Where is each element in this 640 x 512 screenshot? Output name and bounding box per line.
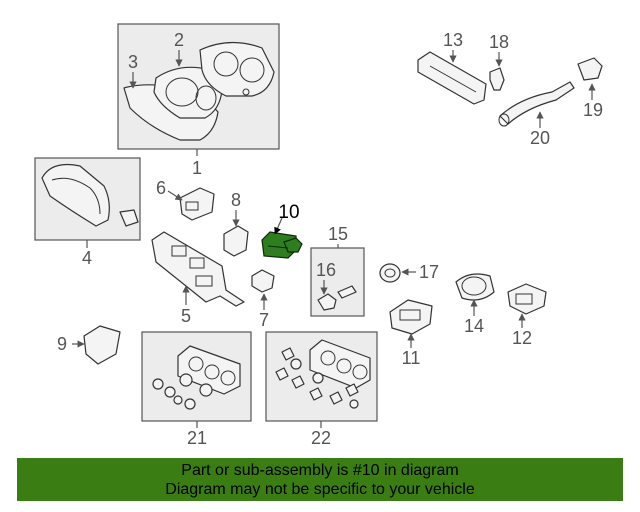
part-6-switch <box>179 187 215 221</box>
callout-5[interactable]: 5 <box>181 306 191 326</box>
callout-19[interactable]: 19 <box>583 100 603 120</box>
part-7-bulb-socket <box>251 269 275 293</box>
part-19-connector <box>577 57 603 81</box>
callout-4[interactable]: 4 <box>82 248 92 268</box>
callout-18[interactable]: 18 <box>489 32 509 52</box>
part-17-knob <box>379 263 401 283</box>
leader-lines <box>72 50 596 428</box>
part-group-15 <box>310 247 365 317</box>
callout-14[interactable]: 14 <box>464 316 484 336</box>
part-13-panel <box>417 51 487 105</box>
info-banner: Part or sub-assembly is #10 in diagram D… <box>17 458 623 501</box>
callout-20[interactable]: 20 <box>530 128 550 148</box>
part-group-4-cluster-hood <box>34 157 141 241</box>
part-18-bulb <box>489 67 505 91</box>
part-12-switch <box>507 283 547 315</box>
callout-6[interactable]: 6 <box>156 178 166 198</box>
callout-22[interactable]: 22 <box>311 428 331 448</box>
callout-12[interactable]: 12 <box>512 328 532 348</box>
banner-line-2: Diagram may not be specific to your vehi… <box>165 481 475 498</box>
callout-16[interactable]: 16 <box>316 260 336 280</box>
callout-8[interactable]: 8 <box>231 190 241 210</box>
part-20-duct <box>498 81 575 127</box>
callout-13[interactable]: 13 <box>443 30 463 50</box>
part-10-highlighted <box>261 231 303 259</box>
callout-11[interactable]: 11 <box>402 348 421 368</box>
callout-9[interactable]: 9 <box>57 334 67 354</box>
part-14-socket <box>455 273 495 301</box>
banner-line-1: Part or sub-assembly is #10 in diagram <box>181 462 459 479</box>
callout-7[interactable]: 7 <box>259 310 269 330</box>
callout-10[interactable]: 10 <box>278 202 299 223</box>
part-5-center-bezel <box>151 231 245 307</box>
part-group-21-heater-control <box>141 331 252 422</box>
part-8-switch <box>223 225 249 257</box>
callout-17[interactable]: 17 <box>419 262 439 282</box>
callout-1[interactable]: 1 <box>192 158 202 178</box>
callout-21[interactable]: 21 <box>187 428 207 448</box>
callout-2[interactable]: 2 <box>174 30 184 50</box>
part-9-bracket <box>83 325 121 365</box>
callout-15[interactable]: 15 <box>328 224 348 244</box>
part-11-outlet <box>389 299 433 335</box>
part-group-22-heater-control <box>265 331 378 422</box>
callout-labels: 1 2 3 4 5 6 7 8 9 10 11 12 13 14 15 16 1… <box>57 30 603 448</box>
callout-3[interactable]: 3 <box>128 52 138 72</box>
part-group-1-instrument-cluster <box>117 23 280 150</box>
